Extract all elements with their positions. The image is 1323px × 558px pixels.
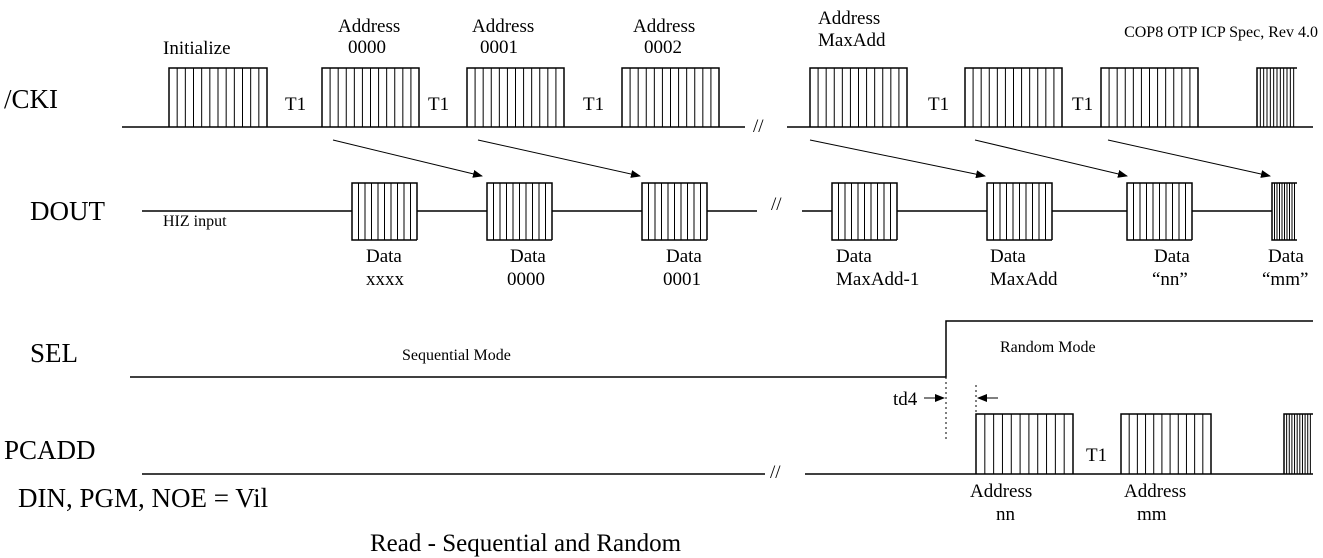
dout-data-block xyxy=(1126,182,1193,241)
data-value-maxadd-1: MaxAdd-1 xyxy=(836,269,919,290)
data-value-0001: 0001 xyxy=(663,269,701,290)
data-value-maxadd: MaxAdd xyxy=(990,269,1058,290)
cki-break-mark: // xyxy=(753,116,764,137)
dout-data-block xyxy=(986,182,1053,241)
cki-t1-label-4: T1 xyxy=(928,94,949,115)
address-label-maxadd: Address xyxy=(818,8,880,29)
dout-data-block xyxy=(351,182,418,241)
spec-header: COP8 OTP ICP Spec, Rev 4.0 xyxy=(1124,24,1318,41)
cki-signal-label: /CKI xyxy=(4,84,58,114)
hiz-input-label: HIZ input xyxy=(163,213,227,230)
sequential-mode-label: Sequential Mode xyxy=(402,347,511,364)
address-value-0001: 0001 xyxy=(480,37,518,58)
data-value-nn: “nn” xyxy=(1152,269,1188,290)
data-label-maxadd: Data xyxy=(990,246,1026,267)
dout-signal-label: DOUT xyxy=(30,196,105,226)
address-value-0002: 0002 xyxy=(644,37,682,58)
cki-clock-burst xyxy=(1256,67,1297,127)
address-label-0001: Address xyxy=(472,16,534,37)
pcadd-address-label-nn: Address xyxy=(970,481,1032,502)
sel-waveform xyxy=(130,320,1313,378)
cki-t1-label-5: T1 xyxy=(1072,94,1093,115)
cki-clock-burst xyxy=(321,67,420,127)
td4-label: td4 xyxy=(893,389,918,410)
cki-clock-burst xyxy=(168,67,268,127)
data-label-maxadd-1: Data xyxy=(836,246,872,267)
data-label-nn: Data xyxy=(1154,246,1190,267)
address-value-maxadd: MaxAdd xyxy=(818,30,886,51)
data-value-xxxx: xxxx xyxy=(366,269,405,290)
address-label-0002: Address xyxy=(633,16,695,37)
address-value-0000: 0000 xyxy=(348,37,386,58)
data-label-0001: Data xyxy=(666,246,702,267)
pcadd-address-label-mm: Address xyxy=(1124,481,1186,502)
initialize-label: Initialize xyxy=(163,38,231,59)
dout-data-block xyxy=(486,182,553,241)
random-mode-label: Random Mode xyxy=(1000,339,1096,356)
pcadd-waveform xyxy=(142,413,1313,475)
cki-t1-label-3: T1 xyxy=(583,94,604,115)
pcadd-address-value-nn: nn xyxy=(996,504,1016,525)
pcadd-t1-label: T1 xyxy=(1086,445,1107,466)
cki-t1-label-2: T1 xyxy=(428,94,449,115)
sel-signal-label: SEL xyxy=(30,338,78,368)
dout-data-block xyxy=(1271,182,1297,241)
cki-clock-burst xyxy=(466,67,565,127)
pcadd-signal-label: PCADD xyxy=(4,435,96,465)
pcadd-address-value-mm: mm xyxy=(1137,504,1167,525)
clock-to-data-arrows xyxy=(332,139,1271,179)
data-label-mm: Data xyxy=(1268,246,1304,267)
pcadd-address-burst xyxy=(1283,413,1313,474)
dout-data-block xyxy=(831,182,898,241)
data-label-xxxx: Data xyxy=(366,246,402,267)
dout-break-mark: // xyxy=(771,194,782,215)
cki-clock-burst xyxy=(1100,67,1199,127)
pcadd-break-mark: // xyxy=(770,462,781,483)
dout-data-block xyxy=(641,182,708,241)
data-value-mm: “mm” xyxy=(1262,269,1308,290)
address-label-0000: Address xyxy=(338,16,400,37)
diagram-caption: Read - Sequential and Random xyxy=(370,530,682,557)
cki-clock-burst xyxy=(964,67,1063,127)
cki-clock-burst xyxy=(809,67,908,127)
data-label-0000: Data xyxy=(510,246,546,267)
pcadd-address-burst xyxy=(975,413,1074,474)
dout-waveform xyxy=(142,182,1297,241)
cki-t1-label-1: T1 xyxy=(285,94,306,115)
cki-waveform xyxy=(122,67,1313,128)
pcadd-address-burst xyxy=(1120,413,1212,474)
din-pgm-noe-label: DIN, PGM, NOE = Vil xyxy=(18,483,268,513)
cki-clock-burst xyxy=(621,67,720,127)
data-value-0000: 0000 xyxy=(507,269,545,290)
